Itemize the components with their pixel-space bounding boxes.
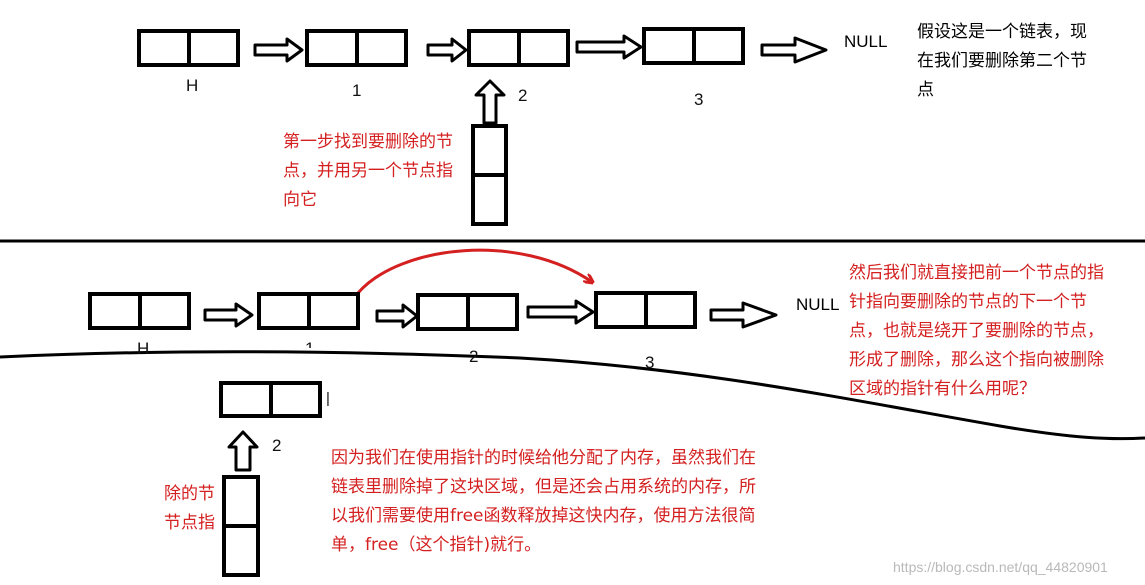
arrow2-pointer-up: [227, 430, 259, 472]
removed-node-marker: |: [326, 390, 330, 407]
note-left-fragment: 除的节 节点指: [164, 484, 215, 533]
note-step-one: 第一步找到要删除的节 点，并用另一个节点指 向它: [283, 132, 453, 210]
arrow2-2-to-3: [526, 299, 595, 325]
node2-label-2: 2: [469, 347, 479, 366]
node-2: [467, 29, 570, 67]
arrow-h-to-1: [253, 37, 304, 63]
node2-label-h: H: [137, 339, 150, 358]
removed-node-label: 2: [272, 436, 282, 455]
watermark: https://blog.csdn.net/qq_44820901: [893, 559, 1108, 575]
node-1: [305, 29, 408, 67]
node2-label-1: 1: [305, 340, 314, 348]
node2-h: [88, 292, 191, 330]
null-label-2: NULL: [796, 295, 840, 314]
arrow-2-to-3: [575, 34, 643, 60]
node2-label-3: 3: [645, 353, 655, 372]
null-label: NULL: [844, 32, 888, 51]
note-free-memory: 因为我们在使用指针的时候给他分配了内存，虽然我们在 链表里删除掉了这块区域，但是…: [331, 448, 756, 555]
arrow-3-to-null: [760, 36, 828, 64]
cut-curve-line: [0, 350, 1145, 441]
node2-2: [416, 293, 519, 331]
node-label-h: H: [186, 76, 199, 95]
arrow2-3-to-null: [709, 301, 778, 329]
pointer-node: [471, 124, 508, 226]
pointer-node-2: [222, 475, 260, 577]
node-label-1: 1: [352, 81, 362, 100]
node2-3: [594, 291, 697, 329]
arrow-1-to-2: [426, 37, 468, 63]
note-linked-list-intro: 假设这是一个链表，现 在我们要删除第二个节 点: [917, 22, 1087, 100]
arrow2-1-to-2: [375, 303, 419, 329]
arrow2-h-to-1: [203, 302, 254, 328]
node2-1: [257, 292, 360, 330]
node-3: [642, 27, 745, 65]
node-label-2: 2: [518, 86, 528, 105]
node-label-3: 3: [694, 90, 704, 109]
removed-node: [219, 381, 322, 418]
node-h: [137, 29, 240, 67]
arrow-pointer-up: [474, 79, 506, 125]
note-bypass: 然后我们就直接把前一个节点的指 针指向要删除的节点的下一个节 点，也就是绕开了要…: [849, 263, 1104, 399]
bypass-pointer-curve: [356, 248, 592, 294]
